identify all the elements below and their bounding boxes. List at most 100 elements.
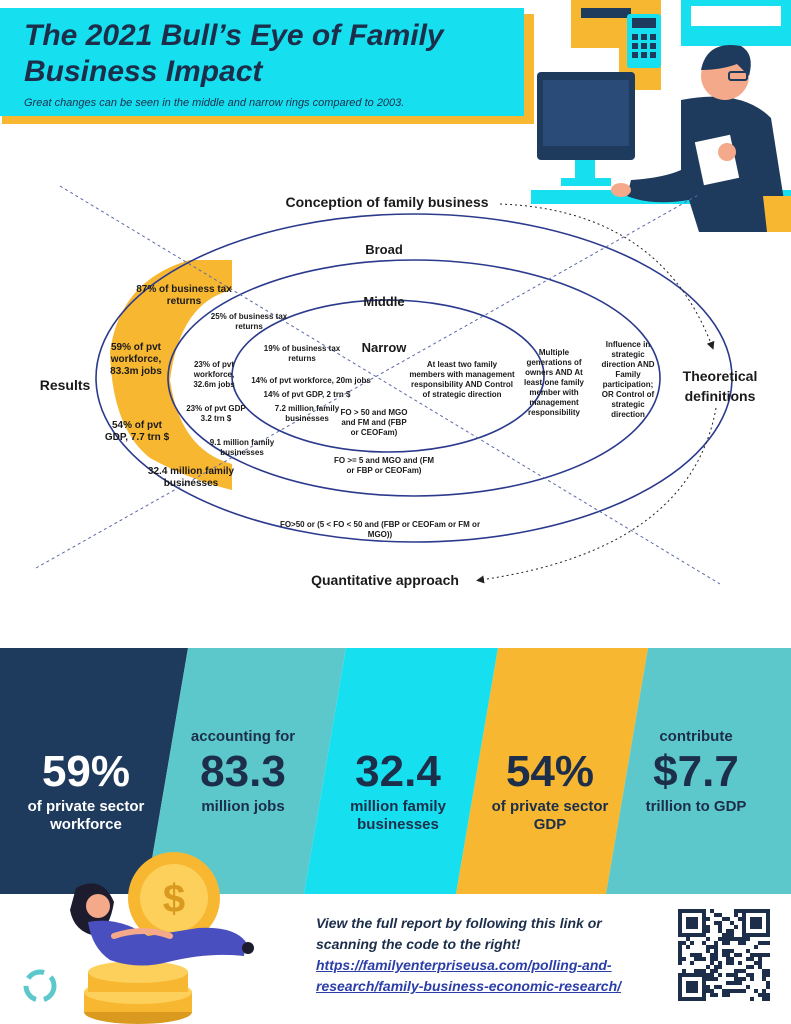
qr-module: [766, 997, 770, 1001]
broad-definition: Influence in strategic direction AND Fam…: [601, 340, 655, 419]
qr-module: [694, 981, 698, 985]
qr-module: [754, 945, 758, 949]
qr-module: [710, 957, 714, 961]
qr-module: [754, 989, 758, 993]
coin-stack: [84, 961, 192, 1024]
wall-panel-stripe: [581, 8, 631, 18]
qr-module: [750, 917, 754, 921]
qr-module: [730, 981, 734, 985]
qr-module: [690, 981, 694, 985]
qr-module: [694, 969, 698, 973]
stats-background: [0, 648, 791, 894]
woman-with-coins-illustration: $: [23, 852, 254, 1024]
qr-module: [710, 969, 714, 973]
qr-module: [678, 957, 682, 961]
broad-businesses: 32.4 million family businesses: [147, 466, 235, 489]
qr-module: [686, 921, 690, 925]
qr-module: [690, 961, 694, 965]
qr-module: [734, 977, 738, 981]
qr-module: [758, 957, 762, 961]
qr-module: [694, 917, 698, 921]
qr-module: [690, 909, 694, 913]
qr-module: [682, 969, 686, 973]
qr-module: [714, 953, 718, 957]
qr-module: [678, 977, 682, 981]
qr-module: [734, 973, 738, 977]
axis-label-left: Results: [39, 377, 91, 393]
qr-module: [722, 937, 726, 941]
axis-diagonal: [35, 193, 701, 569]
qr-module: [678, 917, 682, 921]
qr-module: [682, 909, 686, 913]
qr-code[interactable]: [678, 909, 770, 1001]
qr-module: [758, 933, 762, 937]
qr-module: [682, 933, 686, 937]
qr-module: [734, 913, 738, 917]
arrow-to-quantitative: [476, 407, 717, 584]
qr-module: [750, 921, 754, 925]
wall-panel-sheet: [691, 6, 781, 26]
qr-module: [702, 989, 706, 993]
qr-module: [702, 913, 706, 917]
qr-module: [678, 941, 682, 945]
qr-module: [686, 945, 690, 949]
qr-module: [726, 933, 730, 937]
qr-module: [746, 973, 750, 977]
qr-module: [742, 941, 746, 945]
qr-module: [686, 997, 690, 1001]
svg-text:$: $: [163, 877, 185, 921]
stat-number: 54%: [505, 747, 595, 796]
qr-module: [718, 921, 722, 925]
qr-module: [714, 993, 718, 997]
qr-module: [762, 977, 766, 981]
qr-module: [726, 953, 730, 957]
qr-module: [734, 989, 738, 993]
qr-module: [686, 981, 690, 985]
stat-label: of private sector GDP: [491, 798, 609, 833]
qr-module: [730, 937, 734, 941]
qr-module: [762, 909, 766, 913]
qr-module: [698, 957, 702, 961]
qr-module: [702, 977, 706, 981]
qr-module: [750, 925, 754, 929]
qr-module: [726, 917, 730, 921]
stat-label: million jobs: [201, 798, 285, 815]
qr-module: [694, 933, 698, 937]
qr-module: [730, 933, 734, 937]
qr-module: [758, 941, 762, 945]
report-link[interactable]: https://familyenterpriseusa.com/polling-…: [316, 957, 622, 994]
qr-module: [738, 961, 742, 965]
header-banner: [0, 8, 524, 116]
ring-label-middle: Middle: [363, 294, 405, 309]
stats-band: 59% of private sector workforce accounti…: [0, 648, 791, 894]
qr-module: [702, 973, 706, 977]
qr-module: [694, 973, 698, 977]
qr-module: [750, 957, 754, 961]
qr-module: [718, 965, 722, 969]
qr-module: [678, 989, 682, 993]
qr-module: [746, 909, 750, 913]
broad-quantitative: FO>50 or (5 < FO < 50 and (FBP or CEOFam…: [279, 520, 481, 539]
stat-label: million family businesses: [350, 798, 446, 833]
qr-module: [758, 917, 762, 921]
person-head: [86, 894, 110, 918]
stat-panel-bg: [304, 648, 498, 894]
qr-module: [766, 993, 770, 997]
qr-module: [742, 921, 746, 925]
qr-module: [762, 969, 766, 973]
page-title: The 2021 Bull’s Eye of Family Business I…: [24, 19, 444, 88]
qr-module: [686, 909, 690, 913]
qr-module: [706, 973, 710, 977]
qr-module: [734, 981, 738, 985]
qr-module: [710, 945, 714, 949]
stat-number: $7.7: [653, 747, 739, 796]
narrow-gdp: 14% of pvt GDP, 2 trn $: [263, 390, 351, 399]
qr-module: [746, 937, 750, 941]
qr-module: [678, 953, 682, 957]
qr-module: [698, 953, 702, 957]
qr-module: [678, 913, 682, 917]
qr-module: [690, 941, 694, 945]
stat-label: trillion to GDP: [645, 798, 747, 815]
qr-module: [738, 969, 742, 973]
middle-workforce: 23% of pvt workforce, 32.6m jobs: [193, 360, 235, 389]
